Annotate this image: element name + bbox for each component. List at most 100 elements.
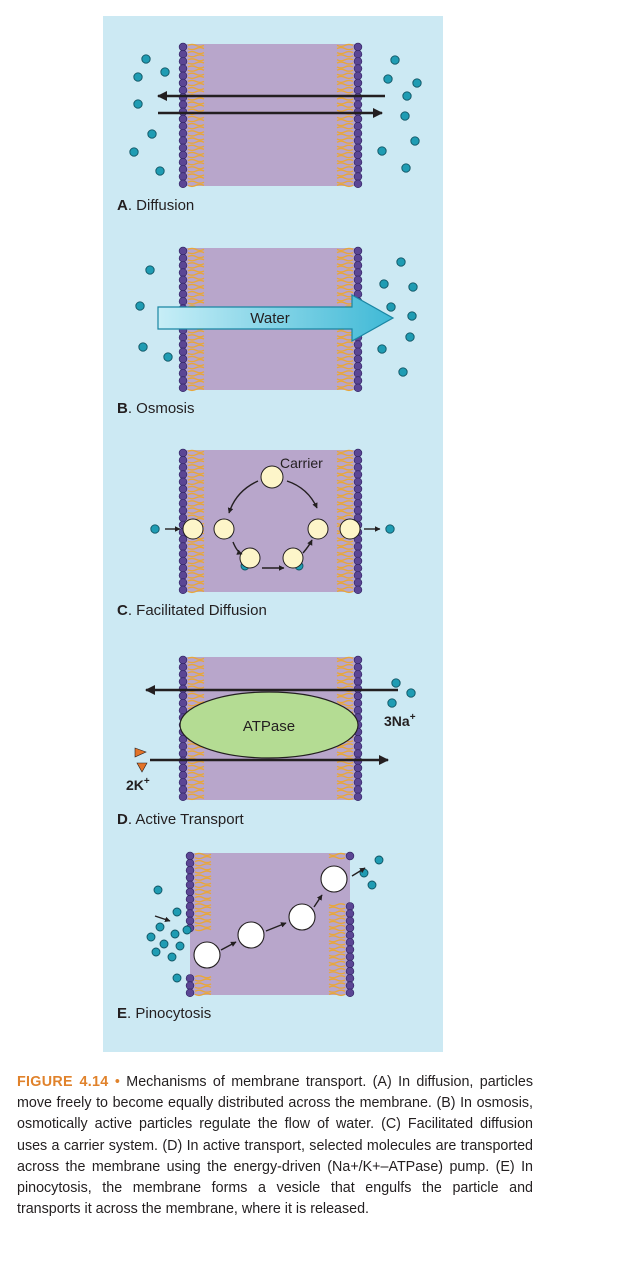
fatty-acid-tail xyxy=(187,358,205,363)
fatty-acid-tail xyxy=(187,557,205,562)
particle xyxy=(150,524,160,534)
phospholipid-head xyxy=(353,282,363,292)
phospholipid-head xyxy=(353,742,363,751)
phospholipid-head xyxy=(178,93,188,102)
fatty-acid-tail xyxy=(328,953,346,957)
panel-d-label: D. Active Transport xyxy=(117,811,245,828)
particle xyxy=(383,74,393,84)
phospholipid-head xyxy=(178,448,188,458)
fatty-acid-tail xyxy=(187,144,205,148)
fatty-acid-tail xyxy=(336,330,354,334)
particle xyxy=(155,922,165,932)
fatty-acid-tail xyxy=(328,924,346,929)
phospholipid-head xyxy=(178,578,188,587)
fatty-acid-tail xyxy=(336,503,354,507)
phospholipid-head xyxy=(185,887,195,897)
fatty-acid-tail xyxy=(187,362,205,367)
particle xyxy=(386,302,396,312)
phospholipid-head xyxy=(178,563,188,573)
fatty-acid-tail xyxy=(336,173,354,177)
phospholipid-head xyxy=(353,506,363,515)
fatty-acid-tail xyxy=(336,370,354,374)
fatty-acid-tail xyxy=(187,370,205,374)
phospholipid-head xyxy=(353,542,363,551)
phospholipid-head xyxy=(353,677,363,686)
fatty-acid-tail xyxy=(336,72,354,76)
fatty-acid-tail xyxy=(336,586,354,590)
phospholipid-head xyxy=(178,542,188,551)
fatty-acid-tail xyxy=(187,560,205,565)
fatty-acid-tail xyxy=(194,906,212,910)
carrier-system xyxy=(165,465,381,571)
phospholipid-head xyxy=(353,463,363,472)
phospholipid-head xyxy=(345,938,355,947)
phospholipid-head xyxy=(178,354,188,364)
fatty-acid-tail xyxy=(187,514,205,518)
fatty-acid-tail xyxy=(187,779,205,783)
fatty-acid-tail xyxy=(336,564,354,569)
fatty-acid-tail xyxy=(336,760,354,765)
fatty-acid-tail xyxy=(187,656,205,661)
fatty-acid-tail xyxy=(336,58,354,62)
particle xyxy=(408,282,418,292)
fatty-acid-tail xyxy=(328,942,346,946)
phospholipid-head xyxy=(353,578,363,587)
fatty-acid-tail xyxy=(194,877,212,881)
phospholipid-head xyxy=(178,290,188,299)
caption-bullet: • xyxy=(114,1074,120,1090)
fatty-acid-tail xyxy=(336,334,354,338)
fatty-acid-tail xyxy=(336,452,354,457)
fatty-acid-tail xyxy=(336,579,354,583)
fatty-acid-tail xyxy=(194,874,212,878)
phospholipid-head xyxy=(178,677,188,686)
fatty-acid-tail xyxy=(187,130,205,134)
carrier xyxy=(307,518,329,540)
phospholipid-head xyxy=(178,369,188,378)
fatty-acid-tail xyxy=(194,985,212,989)
fatty-acid-tail xyxy=(187,550,205,554)
fatty-acid-tail xyxy=(187,373,205,377)
fatty-acid-tail xyxy=(187,449,205,454)
phospholipid-head xyxy=(353,268,363,277)
fatty-acid-tail xyxy=(187,456,205,461)
carrier-cycle-arrow xyxy=(232,541,243,555)
phospholipid-head xyxy=(353,556,363,566)
fatty-acid-tail xyxy=(187,384,205,388)
fatty-acid-tail xyxy=(336,464,354,468)
vesicle xyxy=(193,941,221,969)
fatty-acid-tail xyxy=(187,72,205,76)
fatty-acid-tail xyxy=(187,667,205,671)
fatty-acid-tail xyxy=(194,863,212,867)
phospholipid-head xyxy=(353,93,363,102)
phospholipid-head xyxy=(178,785,188,794)
fatty-acid-tail xyxy=(194,891,212,896)
fatty-acid-tail xyxy=(194,888,212,893)
fatty-acid-tail xyxy=(187,377,205,381)
particle xyxy=(147,129,157,139)
phospholipid-head xyxy=(178,585,188,594)
phospholipid-head xyxy=(353,376,363,385)
phospholipid-head xyxy=(353,254,363,263)
phospholipid-head xyxy=(178,376,188,385)
fatty-acid-tail xyxy=(187,133,205,137)
fatty-acid-tail xyxy=(336,82,354,87)
fatty-acid-tail xyxy=(336,46,354,51)
fatty-acid-tail xyxy=(194,884,212,889)
phospholipid-head xyxy=(178,85,188,95)
phospholipid-head xyxy=(178,470,188,479)
fatty-acid-tail xyxy=(194,903,212,907)
fatty-acid-tail xyxy=(336,183,354,188)
fatty-acid-tail xyxy=(336,510,354,514)
phospholipid-head xyxy=(353,670,363,679)
fatty-acid-tail xyxy=(194,924,212,929)
phospholipid-head xyxy=(345,974,355,983)
fatty-acid-tail xyxy=(336,539,354,543)
fatty-acid-tail xyxy=(187,334,205,338)
phospholipid-head xyxy=(185,858,195,868)
fatty-acid-tail xyxy=(187,180,205,184)
phospholipid-head xyxy=(353,785,363,794)
fatty-acid-tail xyxy=(187,572,205,576)
carrier xyxy=(213,518,235,540)
particle xyxy=(401,163,411,173)
fatty-acid-tail xyxy=(194,899,212,903)
